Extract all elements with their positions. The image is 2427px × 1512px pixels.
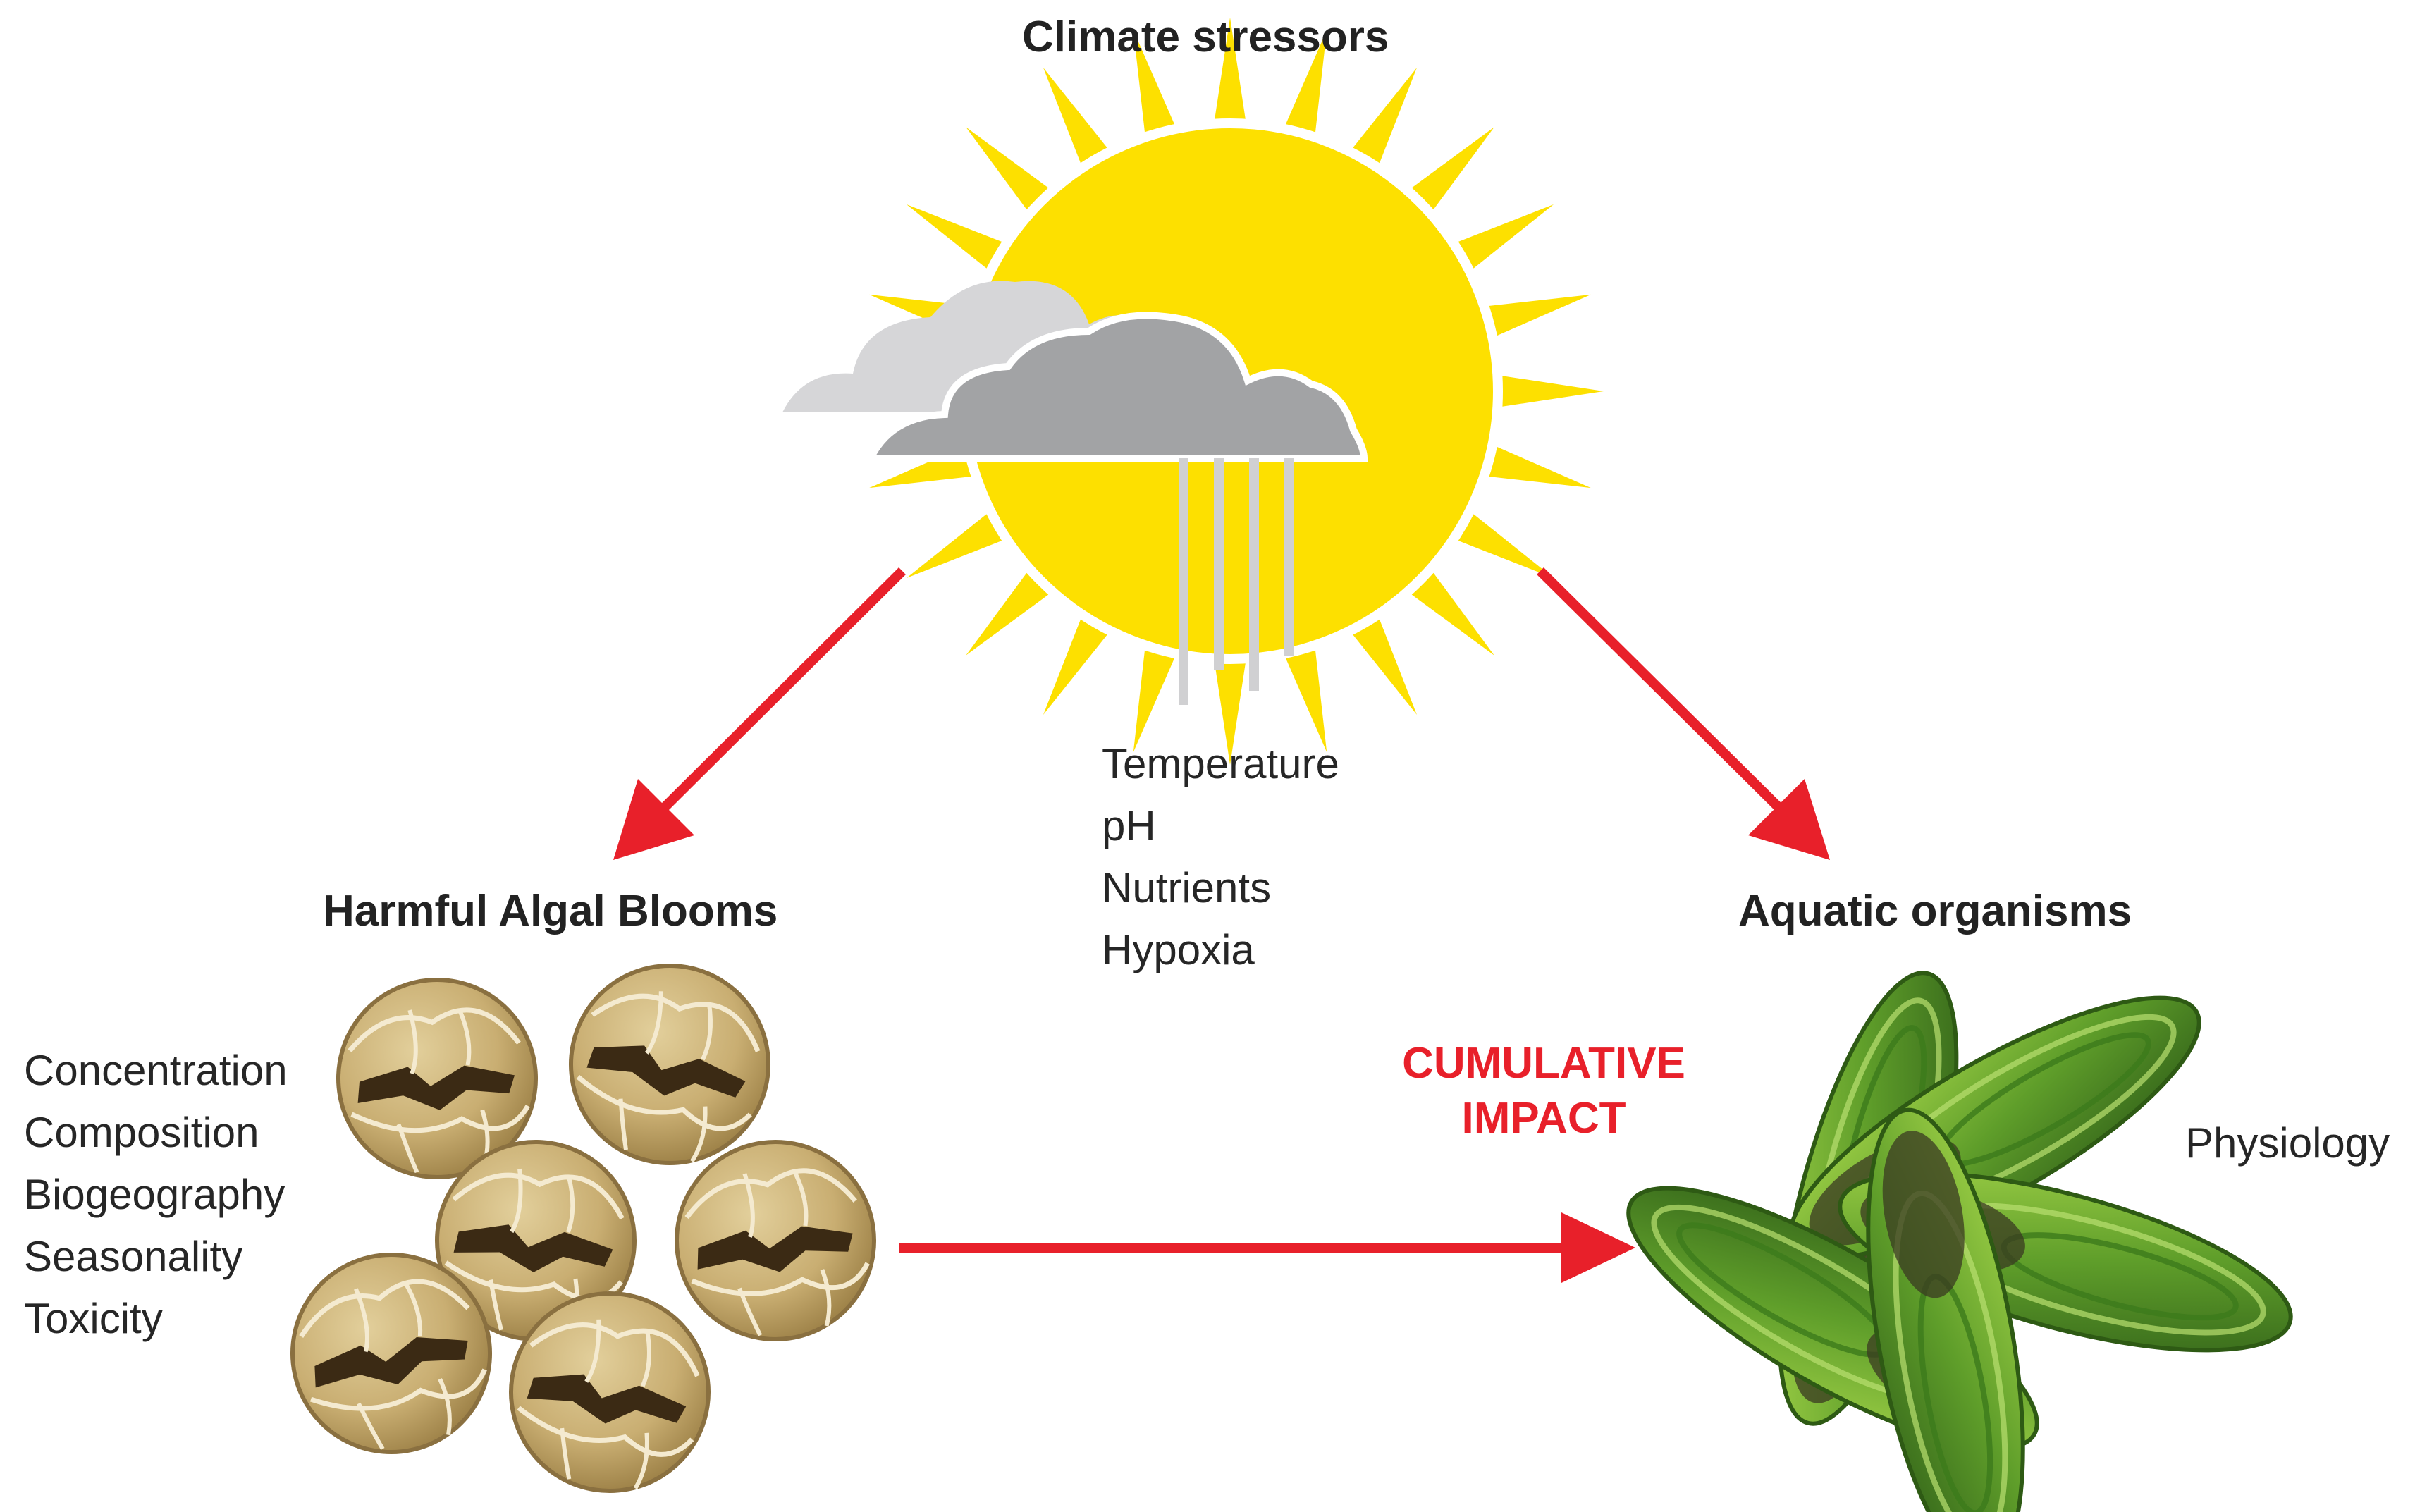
aquatic-organisms-title: Aquatic organisms [1738, 887, 2132, 935]
arrow-climate-to-aquatic [1537, 567, 1830, 860]
list-item: Physiology [2185, 1119, 2390, 1167]
list-item: Biogeography [24, 1171, 285, 1218]
impact-line-2: IMPACT [1461, 1094, 1626, 1143]
sun-ray [1212, 18, 1248, 138]
list-item: Concentration [24, 1047, 288, 1094]
algae-cell-icon [664, 1129, 887, 1352]
sun-ray [1133, 631, 1183, 752]
algae-cluster [274, 950, 887, 1504]
list-item: Composition [24, 1109, 259, 1156]
cumulative-impact-label: CUMULATIVE IMPACT [1382, 1036, 1706, 1146]
aquatic-property-list: Physiology [2185, 1112, 2390, 1174]
impact-line-1: CUMULATIVE [1402, 1039, 1685, 1088]
list-item: Temperature [1102, 740, 1339, 787]
rain-streaks [1179, 458, 1294, 705]
sun-ray [1133, 30, 1183, 152]
list-item: Seasonality [24, 1233, 243, 1280]
list-item: Toxicity [24, 1295, 163, 1342]
list-item: Hypoxia [1102, 926, 1255, 973]
sun-ray [1470, 438, 1591, 488]
sun-ray [1277, 631, 1327, 752]
arrow-climate-to-hab [613, 567, 906, 860]
arrow-hab-to-aquatic [899, 1212, 1635, 1283]
sun-ray [1470, 294, 1591, 344]
harmful-algal-blooms-title: Harmful Algal Blooms [323, 887, 778, 935]
sun-ray [1277, 30, 1327, 152]
list-item: Nutrients [1102, 864, 1272, 911]
climate-stressor-list: Temperature pH Nutrients Hypoxia [1102, 733, 1339, 981]
hab-property-list: Concentration Composition Biogeography S… [24, 1040, 288, 1350]
cloud-dark-icon [864, 312, 1368, 462]
sun-ray [1483, 373, 1604, 410]
climate-stressors-title: Climate stressors [1022, 13, 1389, 61]
sun-ray [1212, 644, 1248, 765]
list-item: pH [1102, 802, 1156, 849]
